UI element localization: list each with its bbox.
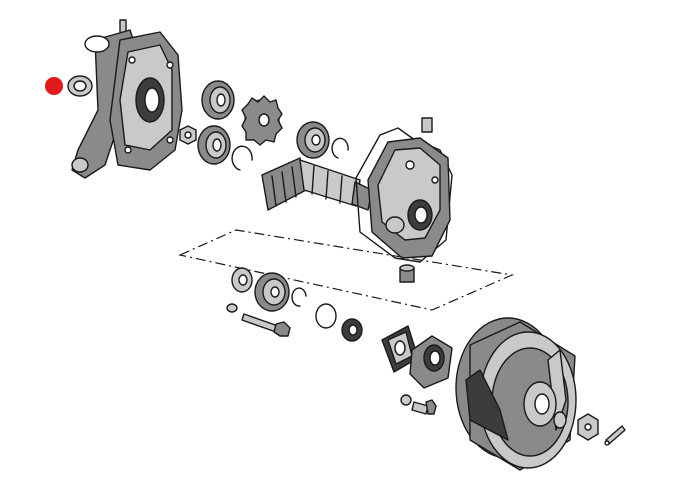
castle-nut[interactable] bbox=[577, 413, 599, 441]
red-dot-marker[interactable] bbox=[45, 77, 63, 95]
spur-gear[interactable] bbox=[241, 95, 283, 146]
gasket-outline[interactable] bbox=[355, 127, 453, 263]
ball-bearing-upper-left[interactable] bbox=[201, 80, 235, 120]
bushing-small[interactable] bbox=[399, 264, 415, 283]
splined-output-shaft[interactable] bbox=[261, 157, 373, 211]
circlip-lower[interactable] bbox=[291, 287, 307, 307]
ball-bearing-lower-left[interactable] bbox=[197, 125, 231, 165]
gearbox-housing-bracket[interactable] bbox=[71, 19, 183, 179]
hex-nut-small[interactable] bbox=[179, 125, 197, 145]
circlip-right[interactable] bbox=[331, 137, 349, 159]
brake-drum[interactable] bbox=[455, 317, 577, 471]
flange-hub-housing[interactable] bbox=[409, 335, 453, 389]
ball-bearing-middle[interactable] bbox=[296, 121, 330, 159]
dashed-assembly-boundary bbox=[178, 229, 515, 311]
cotter-pin[interactable] bbox=[604, 425, 626, 446]
ball-bearing-lower[interactable] bbox=[254, 272, 290, 312]
circlip-left[interactable] bbox=[231, 145, 253, 171]
washer-large[interactable] bbox=[231, 267, 253, 293]
long-bolt[interactable] bbox=[226, 303, 291, 337]
thrust-bushing[interactable] bbox=[341, 318, 363, 342]
gearbox-housing-right[interactable] bbox=[367, 137, 451, 259]
dowel-pin-top[interactable] bbox=[421, 117, 433, 133]
short-bolt[interactable] bbox=[400, 394, 437, 415]
small-seal-ring[interactable] bbox=[67, 75, 93, 97]
split-ring[interactable] bbox=[315, 303, 337, 329]
